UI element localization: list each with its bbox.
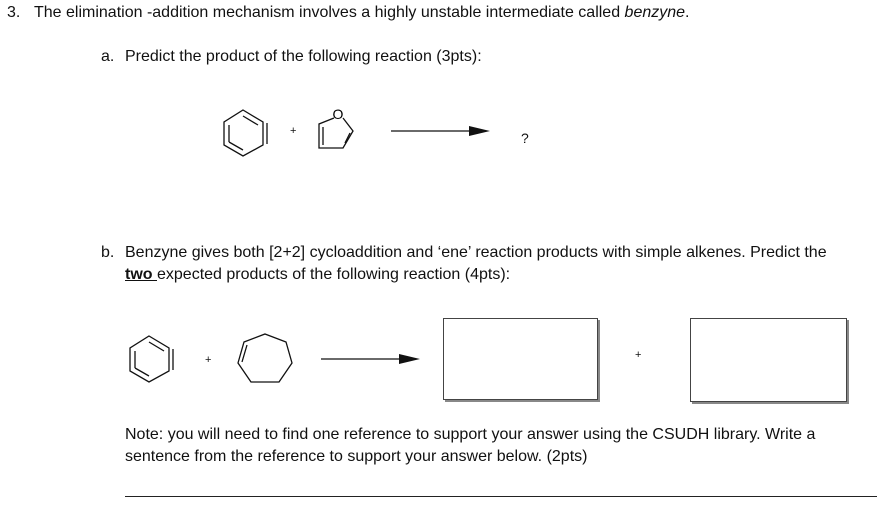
benzyne-emphasis: benzyne [624,4,686,21]
plus-sign-a: + [290,125,297,137]
part-b-prompt-line1: Benzyne gives both [2+2] cycloaddition a… [125,244,827,261]
part-b-prompt-line2-rest: expected products of the following react… [157,266,511,283]
reaction-arrow-a [391,126,490,136]
cycloheptene-structure [237,333,293,383]
part-a-prompt: Predict the product of the following rea… [125,48,482,65]
part-b-letter: b. [101,244,115,261]
unknown-product-mark: ? [521,130,529,146]
plus-sign-b-products: + [635,349,642,361]
question-text-main: The elimination -addition mechanism invo… [34,4,625,21]
answer-line[interactable] [125,496,877,497]
part-b-prompt-line2: two expected products of the following r… [125,264,510,286]
note-line1: Note: you will need to find one referenc… [125,426,816,443]
question-number: 3. [7,4,21,21]
two-emphasis: two [125,266,157,283]
benzyne-structure-a [223,109,268,157]
part-a-letter: a. [101,48,115,65]
product-answer-box-2[interactable] [690,318,847,402]
question-text-end: . [685,4,690,21]
benzyne-structure-b [129,335,174,383]
furan-structure: O [318,106,354,149]
question-text: The elimination -addition mechanism invo… [34,2,690,24]
plus-sign-b-reactants: + [205,354,212,366]
reaction-arrow-b [321,354,420,364]
furan-oxygen-label: O [333,106,344,122]
note-line2: sentence from the reference to support y… [125,448,588,465]
product-answer-box-1[interactable] [443,318,598,400]
